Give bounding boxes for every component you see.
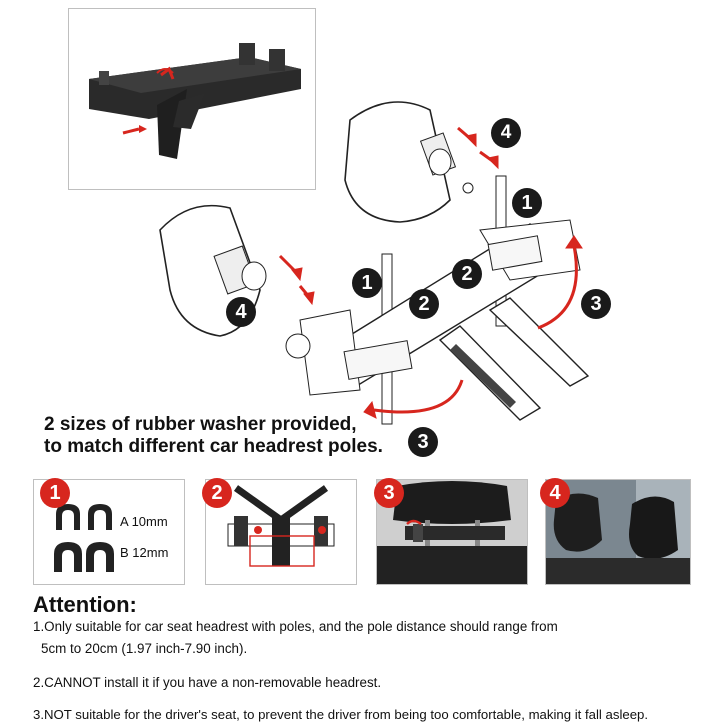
device-inset-illustration	[89, 43, 301, 159]
panel-headrest-photo	[545, 479, 691, 585]
step-badge-2-right: 2	[452, 259, 482, 289]
note-1-line-1: 1.Only suitable for car seat headrest wi…	[33, 619, 558, 634]
washer-a-label: A 10mm	[120, 514, 168, 529]
step-badge-3-left: 3	[408, 427, 438, 457]
step-badge-4-right: 4	[491, 118, 521, 148]
caption-line-1: 2 sizes of rubber washer provided,	[44, 414, 357, 435]
headrest-right	[344, 101, 451, 223]
holder-arm-front	[438, 325, 542, 421]
washer-caption: 2 sizes of rubber washer provided, to ma…	[44, 414, 383, 458]
device-inset-photo	[68, 8, 316, 190]
panel-badge-4: 4	[540, 478, 570, 508]
panel-badge-3: 3	[374, 478, 404, 508]
step-badge-1-left: 1	[352, 268, 382, 298]
step-badge-1-right: 1	[512, 188, 542, 218]
step-badge-2-left: 2	[409, 289, 439, 319]
assembly-diagram	[159, 101, 590, 425]
note-1-line-2: 5cm to 20cm (1.97 inch-7.90 inch).	[41, 641, 248, 656]
headrest-photo-illustration	[546, 480, 690, 584]
rubber-washer-icons	[54, 504, 114, 572]
panel-badge-2: 2	[202, 478, 232, 508]
note-3: 3.NOT suitable for the driver's seat, to…	[33, 707, 649, 722]
washer-b-label: B 12mm	[120, 545, 169, 560]
note-2: 2.CANNOT install it if you have a non-re…	[33, 675, 382, 690]
step-badge-3-right: 3	[581, 289, 611, 319]
holder-arm-back	[488, 297, 590, 387]
clamp-illustration	[227, 485, 335, 567]
step-badge-4-left: 4	[226, 297, 256, 327]
attention-title: Attention:	[33, 592, 137, 617]
panel-badge-1: 1	[40, 478, 70, 508]
caption-line-2: to match different car headrest poles.	[44, 436, 383, 457]
panel-clamp	[205, 479, 357, 585]
